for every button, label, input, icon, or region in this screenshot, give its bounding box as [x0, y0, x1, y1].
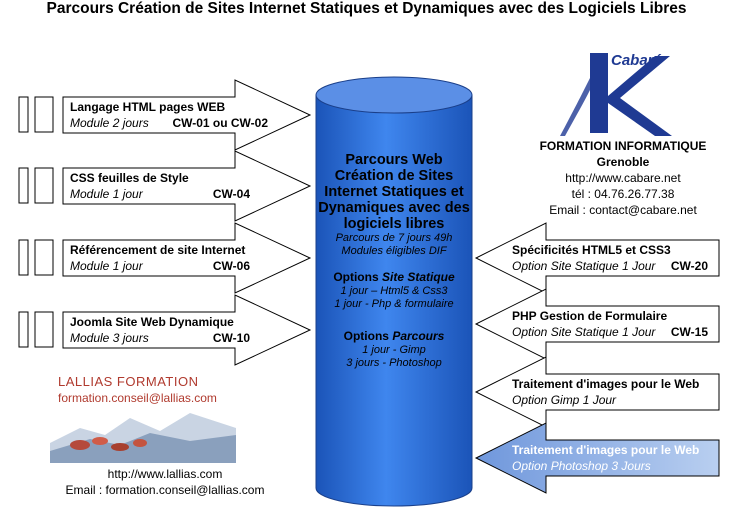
module-title: Spécificités HTML5 et CSS3	[512, 243, 671, 257]
module-seo: Référencement de site Internet Module 1 …	[70, 242, 250, 274]
cabare-info: FORMATION INFORMATIQUE Grenoble http://w…	[528, 138, 718, 218]
options-static-line: 1 jour – Html5 & Css3	[340, 285, 448, 297]
cabare-line2: Grenoble	[596, 155, 650, 169]
cabare-email[interactable]: Email : contact@cabare.net	[549, 203, 697, 217]
arrow-photoshop	[474, 422, 720, 494]
arrow-html	[62, 79, 312, 151]
module-html: Langage HTML pages WEB Module 2 jours CW-…	[70, 99, 268, 131]
module-code: CW-15	[670, 325, 708, 339]
module-title: Référencement de site Internet	[70, 243, 246, 257]
cabare-logo	[560, 53, 672, 136]
arrow-css	[62, 150, 312, 222]
options-static-heading: Options Site Statique	[318, 270, 470, 285]
module-html5: Spécificités HTML5 et CSS3 Option Site S…	[512, 242, 708, 274]
options-static-line: 1 jour - Php & formulaire	[334, 298, 454, 310]
module-option: Option Photoshop 3 Jours	[512, 459, 651, 473]
module-code: CW-10	[212, 331, 250, 345]
module-option: Option Site Statique 1 Jour	[512, 259, 656, 273]
module-gimp: Traitement d'images pour le Web Option G…	[512, 376, 708, 408]
arrow-php	[474, 288, 720, 360]
arrow-joomla	[62, 294, 312, 366]
options-label: Options	[333, 270, 379, 284]
left-arrows	[62, 79, 312, 366]
module-title: Traitement d'images pour le Web	[512, 443, 700, 457]
options-static-word: Site Statique	[381, 270, 455, 284]
options-parcours-heading: Options Parcours	[318, 329, 470, 344]
module-code: CW-06	[212, 259, 250, 273]
module-title: Traitement d'images pour le Web	[512, 377, 700, 391]
module-duration: Module 1 jour	[70, 259, 143, 273]
options-label: Options	[343, 329, 389, 343]
cabare-logo-name: Cabaré	[611, 52, 662, 69]
module-photoshop: Traitement d'images pour le Web Option P…	[512, 442, 708, 474]
cylinder-duration: Parcours de 7 jours 49h	[335, 232, 453, 244]
module-duration: Module 3 jours	[70, 331, 149, 345]
arrow-seo	[62, 222, 312, 294]
lallias-url[interactable]: http://www.lallias.com	[107, 467, 223, 481]
cabare-url[interactable]: http://www.cabare.net	[565, 171, 681, 185]
module-php: PHP Gestion de Formulaire Option Site St…	[512, 308, 708, 340]
options-parcours-line: 1 jour - Gimp	[362, 344, 426, 356]
lallias-logo	[50, 373, 236, 463]
module-duration: Module 2 jours	[70, 116, 149, 130]
lallias-email[interactable]: Email : formation.conseil@lallias.com	[65, 483, 265, 497]
module-option: Option Gimp 1 Jour	[512, 393, 617, 407]
cabare-tel: tél : 04.76.26.77.38	[571, 187, 675, 201]
right-arrows	[474, 222, 720, 494]
page-title: Parcours Création de Sites Internet Stat…	[46, 0, 687, 17]
cylinder-text: Parcours Web Création de Sites Internet …	[318, 152, 470, 370]
module-title: Langage HTML pages WEB	[70, 100, 226, 114]
module-code: CW-04	[212, 187, 250, 201]
module-code: CW-20	[670, 259, 708, 273]
cylinder-title: Parcours Web Création de Sites Internet …	[318, 152, 470, 232]
module-title: Joomla Site Web Dynamique	[70, 315, 234, 329]
lallias-info: http://www.lallias.com Email : formation…	[20, 466, 310, 498]
module-code: CW-01 ou CW-02	[172, 116, 268, 130]
module-title: CSS feuilles de Style	[70, 171, 189, 185]
cabare-line1: FORMATION INFORMATIQUE	[539, 139, 707, 153]
options-parcours-line: 3 jours - Photoshop	[346, 357, 442, 369]
module-title: PHP Gestion de Formulaire	[512, 309, 668, 323]
arrow-html5	[474, 222, 720, 294]
module-css: CSS feuilles de Style Module 1 jour CW-04	[70, 170, 250, 202]
module-joomla: Joomla Site Web Dynamique Module 3 jours…	[70, 314, 250, 346]
module-duration: Module 1 jour	[70, 187, 143, 201]
cylinder-dif: Modules éligibles DIF	[341, 245, 447, 257]
module-option: Option Site Statique 1 Jour	[512, 325, 656, 339]
arrow-gimp	[474, 356, 720, 428]
lallias-logo-name: LALLIAS FORMATION	[58, 374, 199, 389]
options-parcours-word: Parcours	[392, 329, 445, 343]
left-markers	[18, 96, 54, 348]
cylinder	[315, 76, 473, 507]
lallias-logo-mail: formation.conseil@lallias.com	[58, 391, 217, 405]
